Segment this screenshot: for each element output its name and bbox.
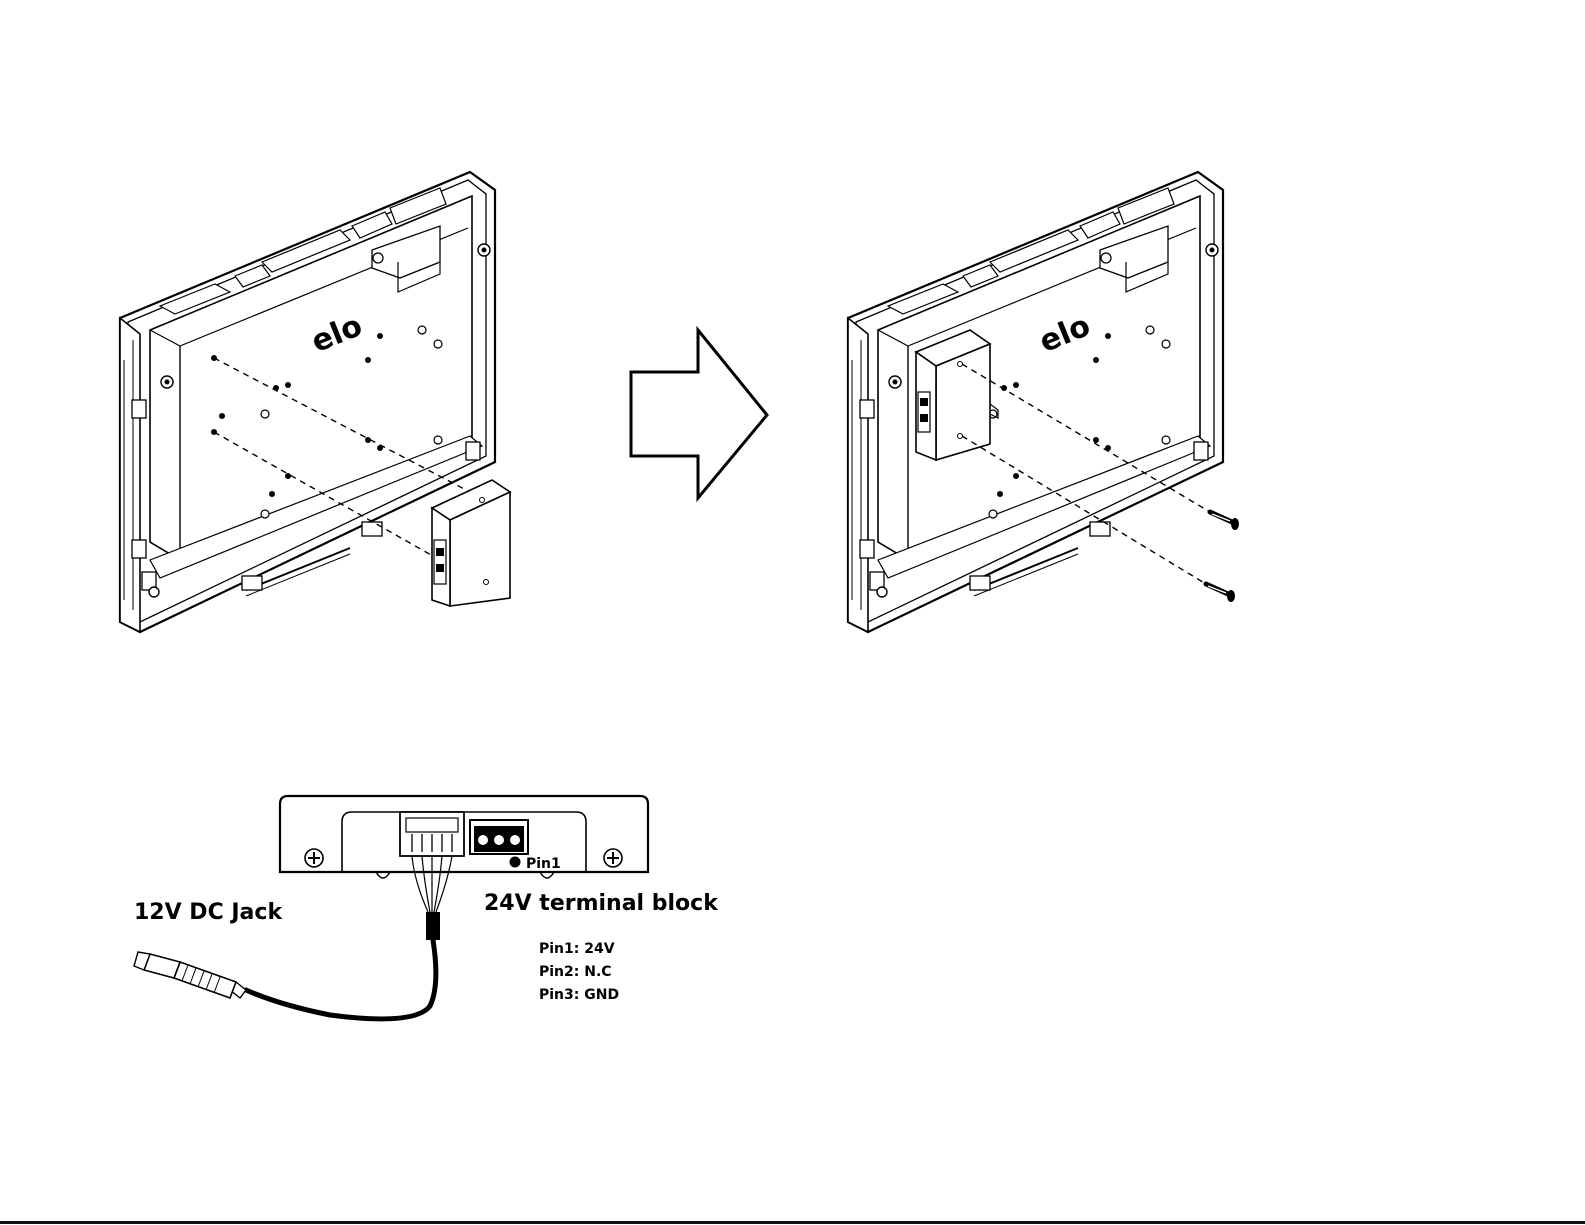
screw-icon [604, 849, 622, 867]
terminal-block-label: 24V terminal block [484, 891, 718, 916]
dc-plug [134, 952, 246, 998]
pin1-marker: Pin1 [526, 856, 561, 872]
screw-icon [305, 849, 323, 867]
arrow-right-icon [631, 330, 767, 498]
monitor-before-view: elo [120, 172, 510, 632]
power-module-box [432, 480, 510, 606]
dc-jack-socket [400, 812, 464, 856]
pin-item: Pin2: N.C [539, 961, 619, 984]
pin-item: Pin1: 24V [539, 938, 619, 961]
bottom-rule [0, 1221, 1585, 1224]
screw-icon [1210, 512, 1239, 530]
pin-list: Pin1: 24V Pin2: N.C Pin3: GND [539, 938, 619, 1007]
monitor-after-view: elo [848, 172, 1239, 632]
pin-item: Pin3: GND [539, 984, 619, 1007]
pin1-dot [510, 857, 521, 868]
screw-icon [1206, 584, 1235, 602]
terminal-block [470, 820, 528, 854]
dc-jack-label: 12V DC Jack [134, 900, 282, 925]
power-module-mounted [916, 330, 998, 460]
